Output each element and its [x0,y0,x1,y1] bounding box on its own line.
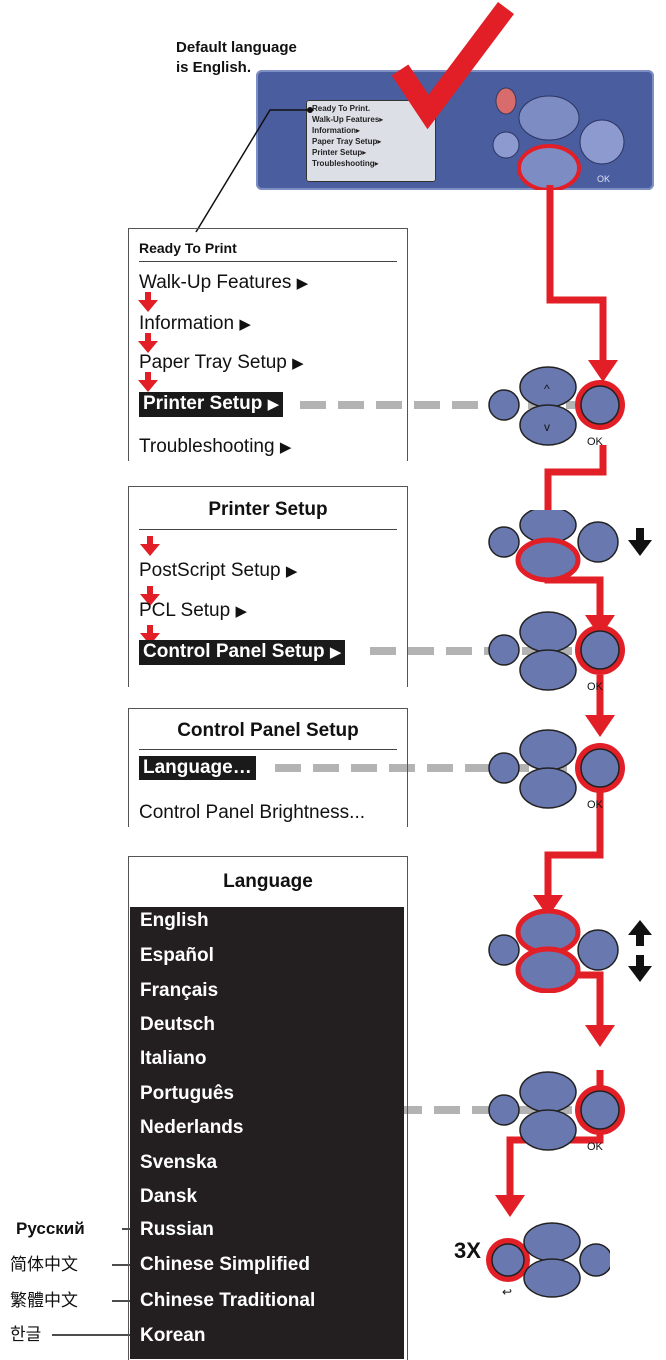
language-option[interactable]: Dansk [140,1186,198,1207]
ok-label: OK [587,436,604,448]
ok-button[interactable] [579,1243,610,1277]
keypad-scroll-step [488,908,619,993]
native-label-korean: 한글 [10,1325,42,1344]
down-arrow-icon: v [544,420,550,434]
ok-button[interactable] [579,119,625,165]
lcd-line: Information▸ [312,126,361,135]
keypad-down-step [488,510,619,583]
language-option[interactable]: Svenska [140,1152,218,1173]
language-option[interactable]: Italiano [140,1048,207,1069]
step-arrow-icons [138,292,160,645]
down-arrow-button[interactable] [519,1109,577,1151]
lcd-line: Printer Setup▸ [312,148,367,157]
ok-button[interactable] [580,385,620,425]
ok-button[interactable] [580,748,620,788]
ok-label: OK [587,799,604,811]
screen-title: Printer Setup [139,491,397,530]
lcd-line: Troubleshooting▸ [312,159,379,168]
keypad-ok-step: OK [488,729,625,811]
language-option[interactable]: Español [140,945,214,966]
ok-button[interactable] [577,521,619,563]
ok-button[interactable] [577,929,619,971]
language-option[interactable]: Russian [140,1219,214,1240]
checkmark-icon [391,2,514,130]
lcd-line: Paper Tray Setup▸ [312,137,382,146]
down-arrow-button[interactable] [519,767,577,809]
down-arrow-button[interactable] [519,404,577,446]
screen-title: Ready To Print [139,235,397,262]
panel-lcd-display: Ready To Print. Walk-Up Features▸ Inform… [306,100,436,182]
ok-button[interactable] [580,630,620,670]
down-arrow-button[interactable] [523,1258,581,1298]
down-arrow-button[interactable] [517,144,581,190]
language-option[interactable]: English [140,910,209,931]
up-arrow-button[interactable] [519,729,577,771]
menu-item[interactable]: Information ▶ [139,313,251,334]
keypad-ok-step: OK [488,611,625,693]
menu-item-selected[interactable]: Control Panel Setup ▶ [139,640,346,665]
back-button[interactable] [492,131,520,159]
up-arrow-button[interactable] [519,611,577,653]
language-list: English Español Français Deutsch Italian… [130,907,404,1359]
panel-ok-label: OK [597,174,610,184]
menu-item[interactable]: Control Panel Brightness... [139,802,366,823]
up-arrow-button[interactable] [523,1222,581,1262]
menu-screen-control-panel: Control Panel Setup Language… Control Pa… [128,708,408,827]
language-option[interactable]: Nederlands [140,1117,244,1138]
menu-item[interactable]: PostScript Setup ▶ [139,560,298,581]
repeat-count-label: 3X [454,1238,481,1263]
menu-screen-ready: Ready To Print Walk-Up Features ▶ Inform… [128,228,408,461]
back-button[interactable] [491,1243,525,1277]
lcd-line: Walk-Up Features▸ [312,115,384,124]
down-arrow-button[interactable] [515,946,581,993]
keypad-ok-step: OK [488,1071,625,1153]
menu-item[interactable]: Troubleshooting ▶ [139,436,292,457]
language-option[interactable]: Português [140,1083,234,1104]
native-label-chinese-traditional: 繁體中文 [10,1291,78,1310]
ok-button[interactable] [580,1090,620,1130]
menu-screen-printer-setup: Printer Setup PostScript Setup ▶ PCL Set… [128,486,408,687]
keypad-back-step: 3X ↩ [454,1222,610,1299]
up-arrow-icon: ^ [544,382,550,396]
native-label-chinese-simplified: 简体中文 [10,1255,78,1274]
down-direction-icon [636,955,644,967]
screen-title: Control Panel Setup [139,713,397,750]
up-direction-icon [628,920,652,935]
up-arrow-button[interactable] [518,95,580,141]
ok-label: OK [587,681,604,693]
language-option[interactable]: Korean [140,1325,206,1346]
default-language-callout: Default language is English. [176,39,297,76]
menu-screen-language: Language [128,856,408,1360]
back-arrow-icon: ↩ [502,1285,512,1299]
menu-item[interactable]: Walk-Up Features ▶ [139,272,309,293]
menu-item[interactable]: Paper Tray Setup ▶ [139,352,304,373]
lcd-line: Ready To Print. [312,104,371,113]
language-option[interactable]: Chinese Traditional [140,1290,316,1311]
down-direction-icon [636,528,644,542]
panel-buttons: OK [492,87,625,190]
menu-item-selected[interactable]: Printer Setup ▶ [139,392,284,417]
up-arrow-button[interactable] [519,1071,577,1113]
down-arrow-button[interactable] [515,537,581,583]
power-saver-button[interactable] [495,87,517,115]
keypad-ok-step: ^ v OK [488,366,625,448]
down-arrow-button[interactable] [519,649,577,691]
native-label-russian: Русский [16,1219,85,1238]
language-option[interactable]: Deutsch [140,1014,215,1035]
ok-label: OK [587,1141,604,1153]
screen-title: Language [223,871,313,892]
menu-item-selected[interactable]: Language… [139,756,256,780]
language-option[interactable]: Chinese Simplified [140,1254,310,1275]
language-option[interactable]: Français [140,980,219,1001]
menu-item[interactable]: PCL Setup ▶ [139,600,248,621]
